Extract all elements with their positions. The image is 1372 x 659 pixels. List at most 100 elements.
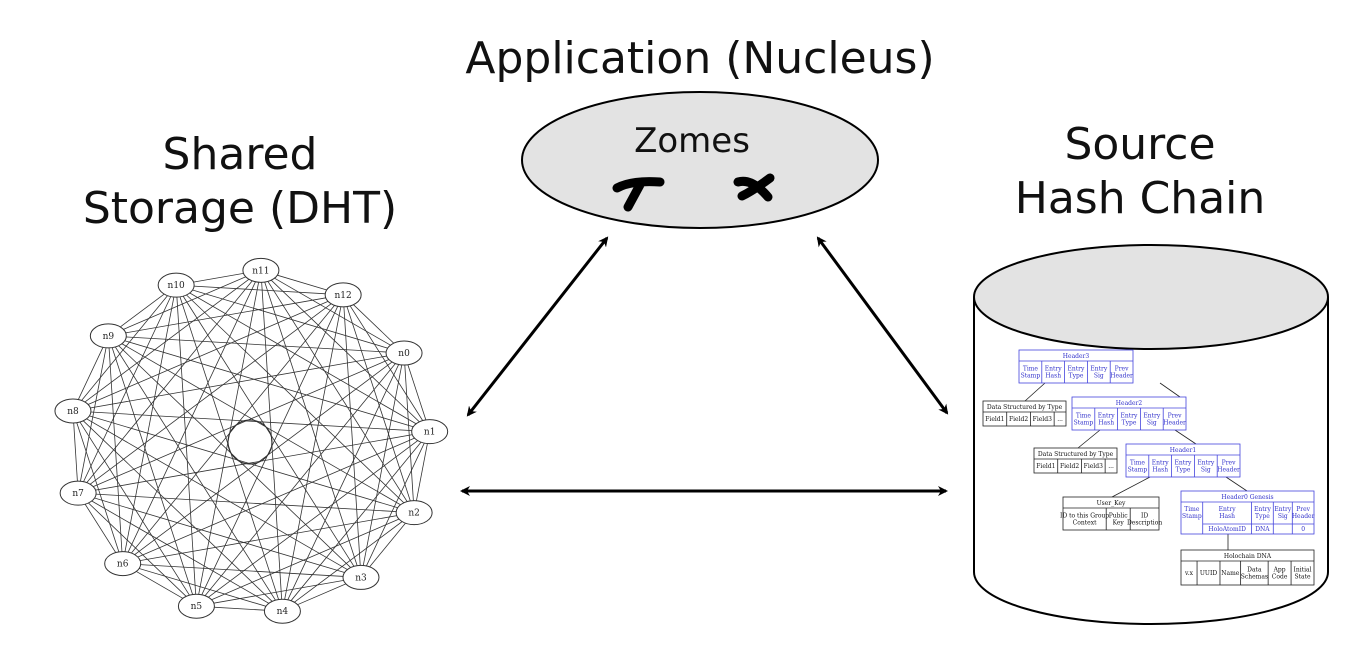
table-cell: Entry	[1197, 460, 1215, 467]
dht-edge	[176, 284, 405, 354]
dht-edge	[175, 284, 430, 432]
table-cell: Entry	[1098, 413, 1116, 420]
table-cell: Hash	[1152, 467, 1168, 474]
table-cell: Time	[1076, 413, 1092, 420]
dht-edge	[72, 352, 405, 412]
table-cell: ...	[1057, 416, 1063, 423]
dht-edge	[77, 270, 262, 494]
dht-edge	[72, 335, 109, 412]
dht-node-ellipse	[395, 500, 433, 526]
table-cell: Entry	[1152, 460, 1170, 467]
dht-edge	[108, 335, 362, 578]
table-cell: Entry	[1068, 366, 1086, 373]
dht-node-ellipse	[54, 398, 92, 424]
dht-edge	[122, 563, 362, 578]
table-title: Data Structured by Type	[987, 404, 1063, 411]
dht-node-ellipse	[324, 282, 362, 308]
dht-edge	[282, 294, 344, 612]
dht-edge	[403, 352, 431, 432]
arrow-nucleus-chain	[816, 236, 949, 415]
table-cell: Time	[1184, 506, 1200, 513]
table-cell: Sig	[1278, 513, 1288, 520]
dht-edge	[108, 335, 430, 433]
chain-link	[1225, 476, 1248, 492]
table-value: HoloAtomID	[1208, 526, 1246, 533]
dht-edge	[403, 353, 415, 513]
table-frame	[1062, 496, 1160, 531]
dht-node-ellipse	[385, 340, 423, 366]
hash-chain-links	[1024, 382, 1248, 550]
table-cell: Name	[1221, 570, 1240, 577]
table-cell: Description	[1127, 520, 1162, 527]
table-cell: Sig	[1201, 467, 1211, 474]
table-title: User_Key	[1097, 500, 1126, 507]
table-title: Header3	[1063, 353, 1090, 360]
table-cell: Time	[1130, 460, 1146, 467]
dht-edge	[260, 270, 415, 513]
table-title: Holochain DNA	[1224, 553, 1272, 560]
table-cell: Field3	[1033, 416, 1052, 423]
dht-edge	[196, 512, 415, 607]
dht-edge	[77, 294, 344, 494]
table-title: Header0 Genesis	[1221, 494, 1273, 501]
table-cell: UUID	[1200, 570, 1217, 577]
dht-edge	[260, 270, 430, 432]
dht-edge	[107, 335, 197, 607]
table-header3: Header3TimeStampEntryHashEntryTypeEntryS…	[1018, 349, 1134, 384]
dht-edge	[72, 410, 362, 578]
table-frame	[1018, 349, 1134, 384]
dht-node-ellipse	[342, 564, 380, 590]
table-cell: Type	[1122, 420, 1137, 427]
dht-node-label: n4	[277, 607, 289, 617]
table-cell: Stamp	[1074, 420, 1094, 427]
application-title: Application (Nucleus)	[465, 33, 935, 84]
dht-node-ellipse	[157, 272, 195, 298]
dht-edge	[196, 270, 262, 607]
table-cell: Sig	[1147, 420, 1157, 427]
chain-link	[1111, 476, 1151, 498]
dht-edge	[413, 431, 431, 513]
dht-edge	[122, 512, 415, 564]
dht-edge	[78, 492, 415, 514]
dht-edge	[72, 410, 415, 514]
dht-edge	[78, 492, 362, 578]
dht-node-n1: n1	[411, 419, 449, 445]
dht-node-n2: n2	[395, 500, 433, 526]
table-cell: Type	[1176, 467, 1191, 474]
table-title: Data Structured by Type	[1038, 451, 1114, 458]
dht-node-n8: n8	[54, 398, 92, 424]
dht-edge	[260, 270, 283, 612]
table-cell: Initial	[1294, 567, 1312, 574]
table-cell: Public	[1109, 513, 1129, 520]
dht-edge	[108, 269, 262, 337]
table-cell: Entry	[1175, 460, 1193, 467]
table-cell: Code	[1272, 574, 1288, 581]
chain-link	[1024, 382, 1046, 402]
dht-node-label: n3	[355, 573, 367, 583]
dht-edge	[72, 410, 430, 433]
dht-node-label: n11	[252, 266, 269, 276]
source-chain-title-line2: Hash Chain	[1014, 173, 1266, 224]
arrow-nucleus-dht	[466, 236, 609, 417]
dht-edge	[77, 335, 109, 494]
table-cell: Hash	[1219, 513, 1235, 520]
dht-edge	[260, 269, 405, 354]
dht-node-label: n1	[424, 428, 436, 438]
dht-edge	[360, 352, 405, 578]
table-cell: v.x	[1184, 570, 1194, 577]
source-chain-title-line1: Source	[1064, 119, 1216, 170]
dht-edge	[175, 285, 283, 612]
dht-edge	[72, 410, 79, 494]
table-cell: Prev	[1115, 366, 1129, 373]
table-value: DNA	[1255, 526, 1270, 533]
dht-edge	[72, 410, 124, 564]
dht-edge	[342, 294, 431, 432]
dht-edge	[122, 352, 405, 564]
table-header1: Header1TimeStampEntryHashEntryTypeEntryS…	[1125, 443, 1241, 478]
dht-node-n6: n6	[104, 551, 142, 577]
chain-link	[1077, 429, 1101, 449]
dht-node-label: n8	[67, 407, 79, 417]
zome-glyph-1-icon	[612, 177, 665, 212]
